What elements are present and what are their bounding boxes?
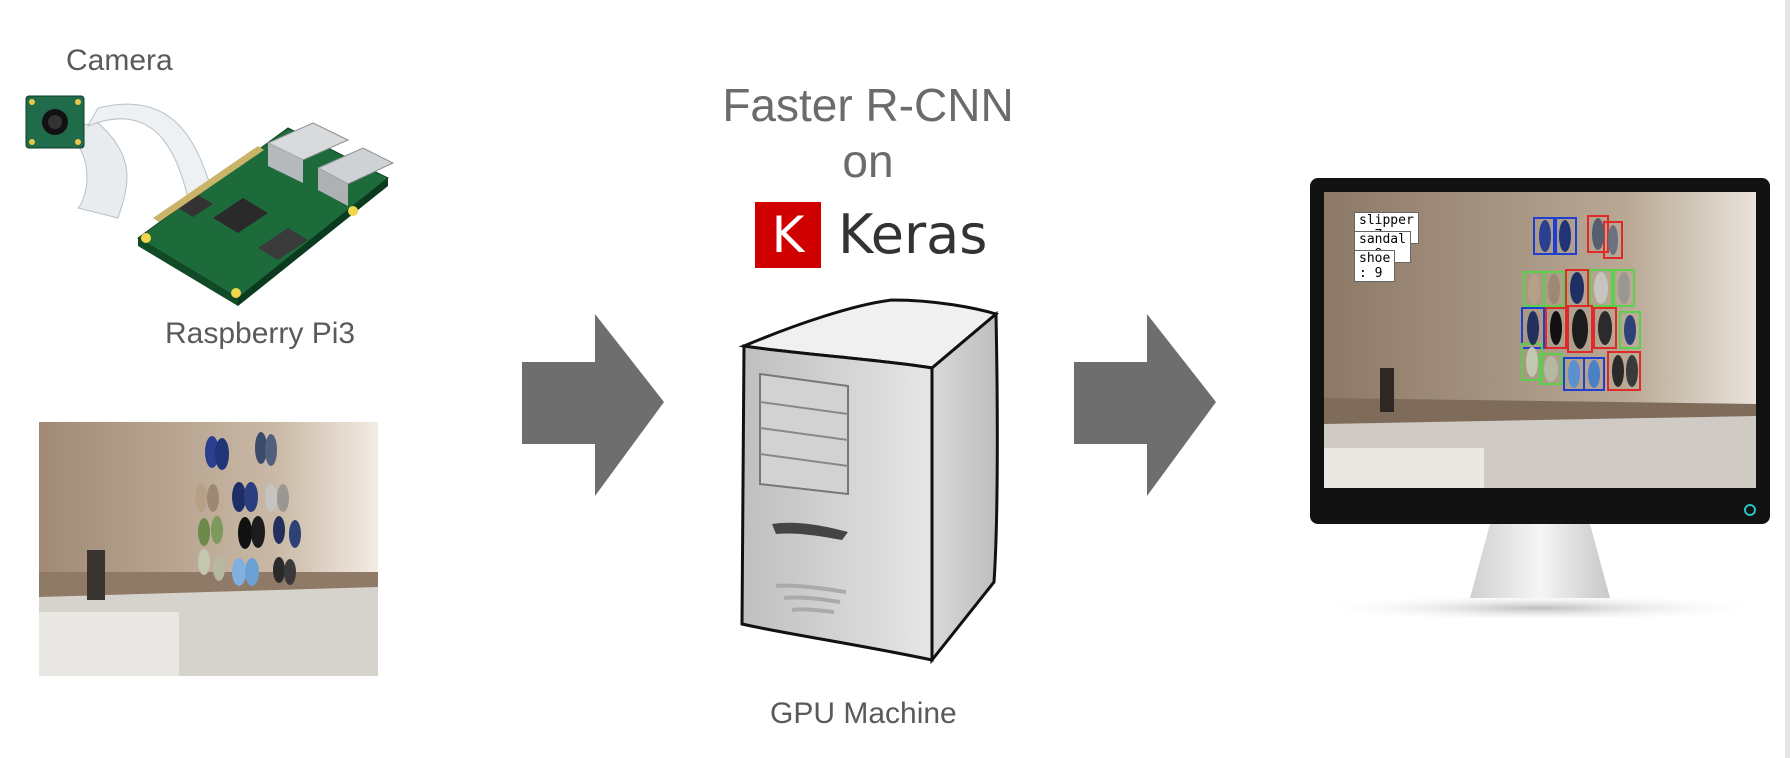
detection-count-shoe: shoe : 9 xyxy=(1354,250,1396,282)
camera-module-icon xyxy=(25,95,214,219)
input-photo xyxy=(39,422,378,676)
raspberry-pi-label: Raspberry Pi3 xyxy=(165,317,356,350)
page-edge xyxy=(1785,0,1790,758)
model-title-line2: on xyxy=(842,135,894,187)
camera-label: Camera xyxy=(66,44,173,77)
shoe-cluster xyxy=(195,432,301,586)
raspberry-pi-camera-illustration xyxy=(25,95,395,306)
keras-wordmark: Keras xyxy=(838,203,988,266)
gpu-server-tower-icon xyxy=(738,298,1000,664)
arrow-right-icon xyxy=(522,314,664,496)
arrow-right-icon xyxy=(1074,314,1216,496)
raspberry-pi-board-icon xyxy=(137,122,395,306)
model-title-line1: Faster R-CNN xyxy=(722,79,1014,131)
detection-boxes xyxy=(1521,215,1641,391)
power-icon xyxy=(1744,504,1756,516)
gpu-machine-label: GPU Machine xyxy=(770,697,957,730)
keras-logo-icon: K xyxy=(755,202,821,268)
output-monitor: slipper : 7 sandal : 9 shoe : 9 xyxy=(1310,178,1770,618)
